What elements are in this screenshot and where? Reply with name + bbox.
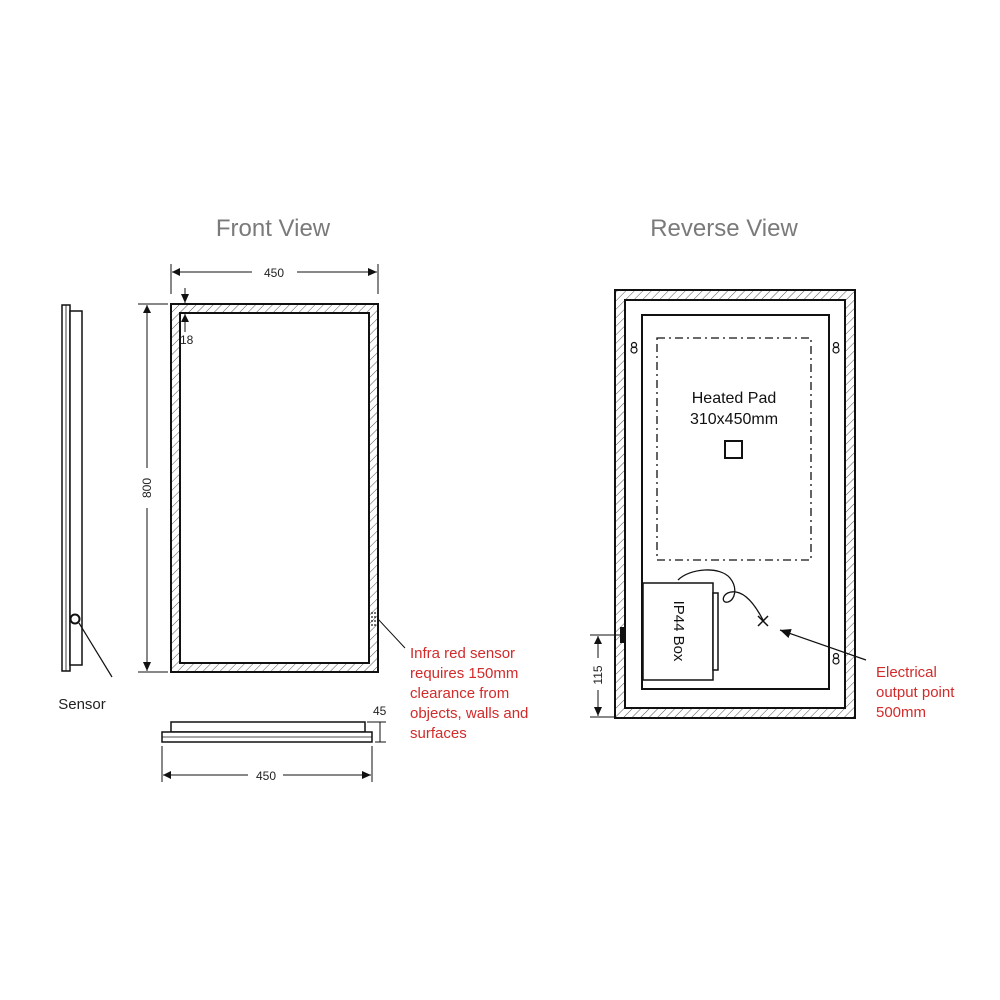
- sensor-tab-icon: [620, 627, 625, 643]
- front-mirror: [170, 303, 379, 673]
- output-note-1: Electrical: [876, 664, 937, 681]
- heated-pad-label-2: 310x450mm: [690, 411, 778, 428]
- dimension-width-bottom: 450: [161, 746, 373, 783]
- dimension-115: 115: [590, 634, 622, 718]
- infra-note-5: surfaces: [410, 725, 467, 742]
- frame-value: 18: [180, 333, 194, 347]
- output-arrow: [779, 629, 867, 661]
- infra-red-sensor-icon: [371, 612, 376, 626]
- sensor-label: Sensor: [58, 696, 106, 713]
- output-note-3: 500mm: [876, 704, 926, 721]
- ip44-box: IP44 Box: [642, 582, 719, 681]
- top-view: [161, 721, 373, 743]
- front-view-title: Front View: [216, 215, 331, 242]
- cable-line: [677, 569, 765, 623]
- output-note-2: output point: [876, 684, 955, 701]
- ip44-box-label: IP44 Box: [670, 601, 687, 662]
- infra-note-1: Infra red sensor: [410, 645, 515, 662]
- dimension-height: 800: [138, 303, 168, 673]
- height-value: 800: [140, 478, 154, 498]
- width-value: 450: [264, 266, 284, 280]
- side-view: Sensor: [58, 304, 113, 713]
- sensor-leader: [78, 622, 113, 678]
- infra-note-4: objects, walls and: [410, 705, 528, 722]
- infra-note-3: clearance from: [410, 685, 509, 702]
- bottom-width-value: 450: [256, 769, 276, 783]
- heated-pad-square-icon: [724, 440, 743, 459]
- depth-value: 45: [373, 704, 387, 718]
- heated-pad-label-1: Heated Pad: [692, 390, 777, 407]
- hanger-icon-bottom-right: [832, 652, 840, 665]
- hanger-icon-top-left: [630, 341, 638, 354]
- offset-115-value: 115: [591, 665, 605, 684]
- heated-pad-outline: [656, 337, 812, 561]
- dimension-width-top: 450: [170, 264, 379, 294]
- reverse-view-title: Reverse View: [650, 215, 798, 242]
- infra-note-2: requires 150mm: [410, 665, 518, 682]
- dimension-depth: 45: [367, 704, 387, 743]
- output-point-cross-icon: [757, 615, 769, 627]
- sensor-dot: [69, 613, 81, 625]
- dimension-frame: 18: [180, 288, 194, 347]
- infra-leader: [377, 618, 406, 649]
- hanger-icon-top-right: [832, 341, 840, 354]
